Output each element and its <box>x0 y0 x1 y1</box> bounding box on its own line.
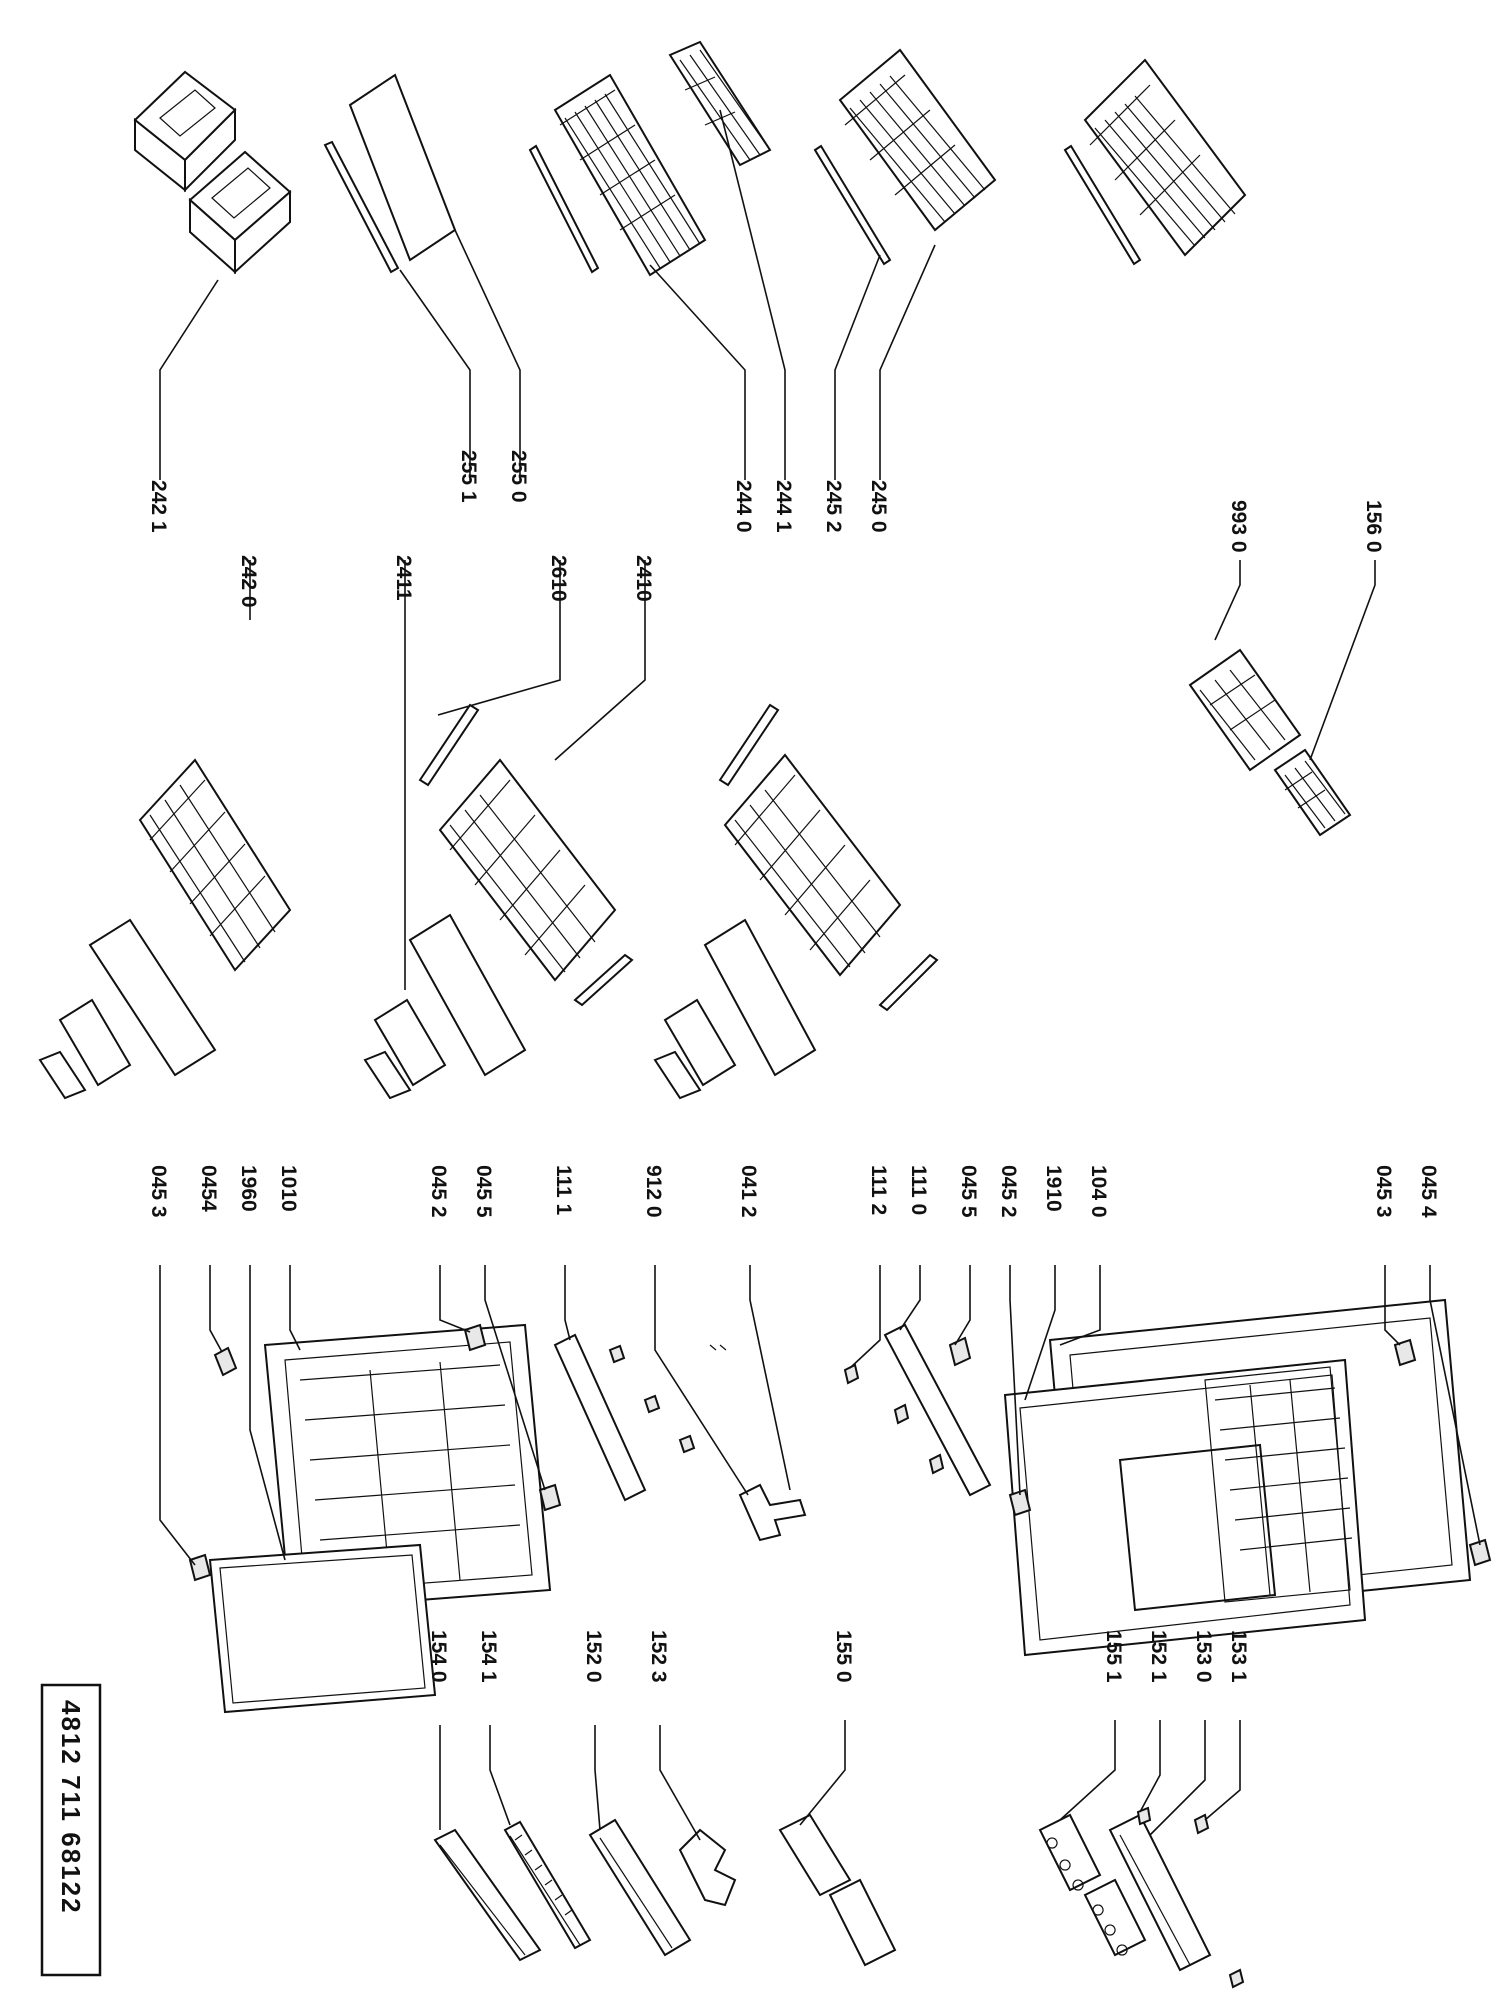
label-045-2-lower: 045 2 <box>427 1165 450 1218</box>
label-1010: 1010 <box>277 1165 300 1212</box>
label-152-0: 152 0 <box>582 1630 605 1683</box>
label-0454-lower: 0454 <box>197 1165 220 1212</box>
freezer-basket-3 <box>653 703 939 1100</box>
leader-lines-lower <box>159 1265 1481 1566</box>
part-code-number: 4812 711 68122 <box>56 1700 86 1915</box>
label-153-0: 153 0 <box>1192 1630 1215 1683</box>
label-255-0: 255 0 <box>507 450 530 503</box>
wire-shelf-small <box>528 40 772 277</box>
label-045-4-upper: 045 4 <box>1417 1165 1440 1218</box>
ice-tray-holder <box>1188 648 1352 837</box>
label-041-2: 041 2 <box>737 1165 760 1218</box>
door-bins <box>433 1813 897 1967</box>
label-155-1: 155 1 <box>1102 1630 1125 1683</box>
egg-trays-and-butter <box>1038 1806 1245 1989</box>
fridge-door-assembly <box>1003 1298 1492 1657</box>
wire-shelf-large <box>1063 58 1247 266</box>
wire-shelf-medium <box>813 48 997 266</box>
label-244-0: 244 0 <box>732 480 755 533</box>
label-045-2-upper: 045 2 <box>997 1165 1020 1218</box>
label-242-1: 242 1 <box>147 480 170 533</box>
label-1960: 1960 <box>237 1165 260 1212</box>
label-154-0: 154 0 <box>427 1630 450 1683</box>
label-045-3-upper: 045 3 <box>1372 1165 1395 1218</box>
label-155-0: 155 0 <box>832 1630 855 1683</box>
labels-lower: 045 3 0454 1960 1010 045 2 045 5 111 1 9… <box>147 1165 1440 1218</box>
label-245-0: 245 0 <box>867 480 890 533</box>
label-104-0: 104 0 <box>1087 1165 1110 1218</box>
label-2610: 2610 <box>547 555 570 602</box>
labels-bottom: 154 0 154 1 152 0 152 3 155 0 155 1 152 … <box>427 1630 1250 1683</box>
label-156-0: 156 0 <box>1362 500 1385 553</box>
label-152-1: 152 1 <box>1147 1630 1170 1683</box>
label-2410: 2410 <box>632 555 655 602</box>
label-111-0: 111 0 <box>907 1165 930 1215</box>
glass-shelf <box>323 73 457 274</box>
door-handle-upper <box>883 1323 992 1497</box>
leader-lines-middle <box>249 560 1376 990</box>
door-handle-lower <box>553 1333 860 1542</box>
label-154-1: 154 1 <box>477 1630 500 1683</box>
label-2411: 2411 <box>392 555 415 601</box>
freezer-basket-1 <box>38 758 292 1100</box>
label-244-1: 244 1 <box>772 480 795 533</box>
label-045-3-lower: 045 3 <box>147 1165 170 1218</box>
labels-top: 242 1 255 1 255 0 244 0 244 1 245 2 245 … <box>147 450 890 533</box>
label-111-2: 111 2 <box>867 1165 890 1215</box>
leader-lines-bottom <box>439 1720 1241 1841</box>
label-993-0: 993 0 <box>1227 500 1250 553</box>
label-045-5-lower: 045 5 <box>472 1165 495 1218</box>
label-111-1: 111 1 <box>552 1165 575 1216</box>
label-045-5-upper: 045 5 <box>957 1165 980 1218</box>
part-code-box: 4812 711 68122 <box>40 1683 102 1977</box>
label-153-1: 153 1 <box>1227 1630 1250 1683</box>
freezer-basket-2 <box>363 703 634 1100</box>
freezer-door-assembly <box>188 1323 562 1714</box>
leader-lines-top <box>159 109 936 480</box>
label-255-1: 255 1 <box>457 450 480 503</box>
labels-middle: 242 0 2411 2610 2410 993 0 156 0 <box>237 500 1385 608</box>
label-152-3: 152 3 <box>647 1630 670 1683</box>
label-912-0: 912 0 <box>642 1165 665 1218</box>
label-242-0: 242 0 <box>237 555 260 608</box>
label-1910: 1910 <box>1042 1165 1065 1212</box>
crisper-drawer-pair <box>133 70 292 275</box>
label-245-2: 245 2 <box>822 480 845 533</box>
